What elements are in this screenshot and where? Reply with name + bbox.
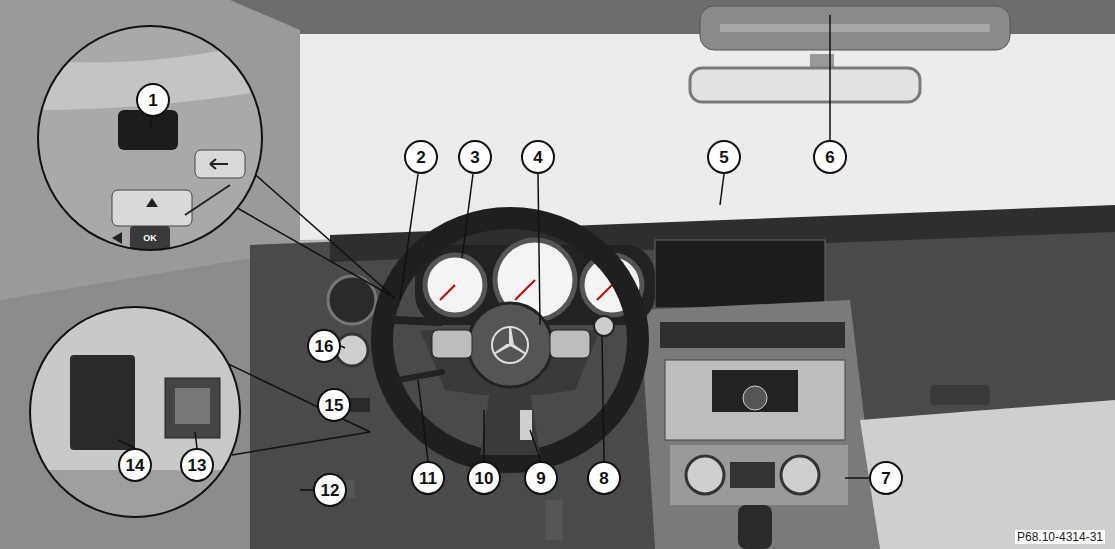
callout-number: 13 bbox=[188, 457, 207, 474]
callout-number: 16 bbox=[315, 338, 334, 355]
callout-number: 14 bbox=[126, 457, 145, 474]
callout-number: 6 bbox=[825, 149, 834, 166]
callout-number: 10 bbox=[475, 470, 494, 487]
callout-number: 1 bbox=[148, 92, 157, 109]
callout-number: 9 bbox=[536, 470, 545, 487]
callout-number: 4 bbox=[533, 149, 542, 166]
callout-number: 2 bbox=[416, 149, 425, 166]
button-label: OK bbox=[143, 234, 157, 243]
callout-number: 12 bbox=[321, 482, 340, 499]
callout-number: 3 bbox=[470, 149, 479, 166]
callout-number: 5 bbox=[719, 149, 728, 166]
callout-number: 15 bbox=[325, 397, 344, 414]
callout-number: 8 bbox=[599, 470, 608, 487]
callout-number: 11 bbox=[419, 470, 437, 487]
figure-code: P68.10-4314-31 bbox=[1015, 530, 1105, 544]
callout-circles bbox=[119, 84, 902, 506]
callout-number: 7 bbox=[881, 470, 890, 487]
